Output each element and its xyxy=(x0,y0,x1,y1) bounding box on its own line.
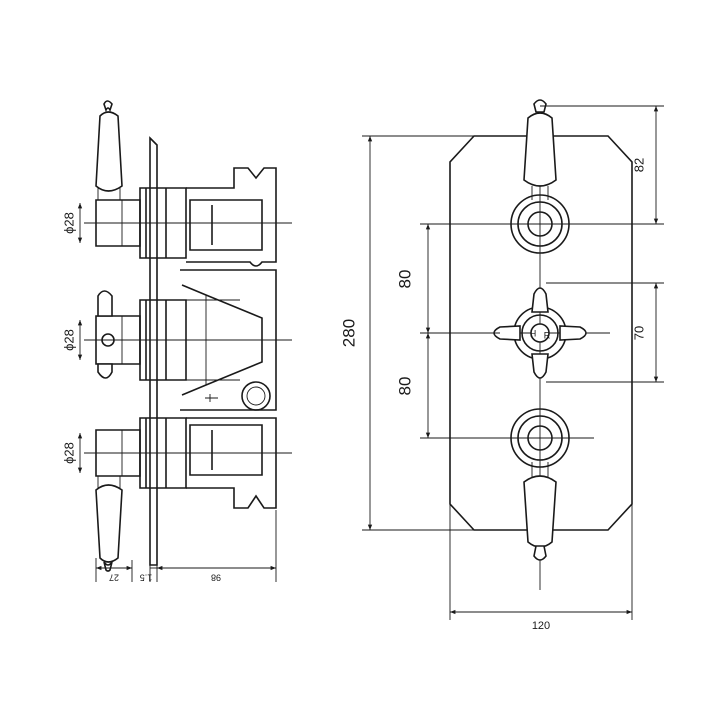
dim-cross-handle: 70 xyxy=(631,326,646,340)
dia-middle-label: ϕ28 xyxy=(61,329,76,351)
cold-mark: R xyxy=(544,330,551,340)
side-view: ϕ28 ϕ28 ϕ28 27 1.5 98 xyxy=(61,100,292,583)
front-lever-top xyxy=(510,99,570,254)
dim-plate: 1.5 xyxy=(140,573,153,583)
wall-plate xyxy=(149,136,158,566)
dim-body: 98 xyxy=(211,573,221,583)
valve-body xyxy=(180,167,277,509)
dia-bottom-label: ϕ28 xyxy=(61,442,76,464)
side-centre-lines xyxy=(84,222,292,454)
dia-top-label: ϕ28 xyxy=(61,212,76,234)
outlet-circle xyxy=(241,381,271,411)
hot-mark: H xyxy=(530,328,537,338)
dim-width-group: 120 xyxy=(449,504,633,632)
dim-top-offset-group: 82 xyxy=(540,105,664,225)
face-plate xyxy=(449,135,633,531)
collars xyxy=(139,187,187,489)
dim-cross-group: 70 xyxy=(546,282,664,383)
lever-handle-top xyxy=(95,100,123,200)
dim-height: 280 xyxy=(339,319,358,347)
dim-top-offset: 82 xyxy=(631,158,646,172)
depth-dims: 27 1.5 98 xyxy=(95,510,277,583)
front-view: H R 280 80 80 8 xyxy=(339,99,664,632)
dim-upper-spacing: 80 xyxy=(395,270,414,289)
lever-handle-bottom xyxy=(95,476,123,572)
dim-lower-spacing: 80 xyxy=(395,377,414,396)
dim-handle-depth: 27 xyxy=(109,573,119,583)
cross-handle-side xyxy=(97,290,115,379)
dim-height-group: 280 xyxy=(339,135,474,531)
front-lever-bottom xyxy=(510,408,570,561)
diameter-dims: ϕ28 ϕ28 ϕ28 xyxy=(61,203,83,473)
bottom-rose xyxy=(510,408,570,468)
dim-width: 120 xyxy=(532,620,550,632)
dim-spacing-group: 80 80 xyxy=(395,223,510,439)
front-cross-handle: H R xyxy=(493,287,587,379)
